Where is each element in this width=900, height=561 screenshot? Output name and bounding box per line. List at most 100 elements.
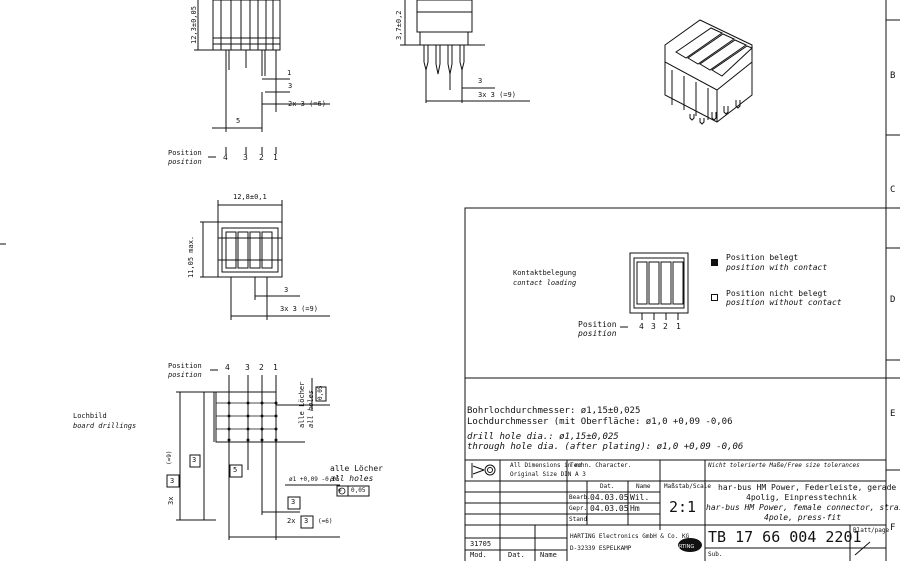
side-position-en: position bbox=[168, 158, 202, 166]
sub-label: Sub. bbox=[708, 551, 723, 558]
note-line-3: drill hole dia.: ø1,15±0,025 bbox=[467, 432, 619, 442]
drill-pos-1: 1 bbox=[273, 363, 278, 372]
drill-dim-5: 5 bbox=[233, 466, 238, 474]
sheet-label: Blatt/page bbox=[853, 527, 890, 534]
drill-dim-3x-total: (=9) bbox=[166, 450, 173, 465]
contact-loading-title-en: contact loading bbox=[513, 279, 577, 287]
note-line-4: through hole dia. (after plating): ø1,0 … bbox=[467, 442, 744, 452]
contact-position-en: position bbox=[578, 329, 617, 338]
drill-dim-3-b: 3 bbox=[170, 477, 175, 485]
side-dim-2x3: 2x 3 (=6) bbox=[288, 100, 326, 108]
top-width-dim: 12,8±0,1 bbox=[233, 193, 267, 201]
hole-dia-dim: ø1 +0,09 -0,05 bbox=[289, 476, 340, 483]
zone-letter-e: E bbox=[890, 409, 896, 419]
all-holes-de-vertical: alle Löcher bbox=[298, 381, 306, 428]
side-pos-1: 1 bbox=[273, 153, 278, 162]
contact-loading-title-de: Kontaktbelegung bbox=[513, 269, 577, 277]
drill-tolerance: 0,05 bbox=[351, 487, 366, 494]
col-name: Name bbox=[636, 483, 651, 490]
desc-en-1: har-bus HM Power, female connector, stra… bbox=[706, 503, 900, 512]
side-position-de: Position bbox=[168, 149, 202, 157]
front-dim-3x3: 3x 3 (=9) bbox=[478, 91, 516, 99]
board-drillings-label-en: board drillings bbox=[73, 422, 137, 430]
side-dim-3: 3 bbox=[288, 82, 293, 90]
zone-letter-d: D bbox=[890, 295, 896, 305]
side-height-dim: 12,3±0,05 bbox=[190, 6, 198, 44]
zone-letter-f: F bbox=[890, 523, 896, 533]
drill-pos-4: 4 bbox=[225, 363, 230, 372]
dims-note-1: All Dimensions in mm bbox=[510, 462, 583, 469]
contact-loading-box bbox=[464, 207, 900, 379]
legend-with-contact-de: Position belegt bbox=[726, 253, 799, 262]
col-name-2: Name bbox=[540, 551, 557, 559]
hole-grid bbox=[227, 401, 278, 442]
drill-dim-2x-prefix: 2x bbox=[287, 517, 296, 525]
front-dim-3: 3 bbox=[478, 77, 483, 85]
note-line-1: Bohrlochdurchmesser: ø1,15±0,025 bbox=[467, 406, 641, 416]
revision-code: 31705 bbox=[470, 540, 492, 548]
drill-dim-3x-prefix: 3x bbox=[167, 496, 175, 505]
top-dim-3: 3 bbox=[284, 286, 289, 294]
col-mod: Mod. bbox=[470, 551, 487, 559]
drill-dim-3-c: 3 bbox=[291, 498, 296, 506]
company-address: D-32339 ESPELKAMP bbox=[570, 545, 632, 552]
filled-square-icon bbox=[711, 259, 718, 266]
col-dat-2: Dat. bbox=[508, 551, 525, 559]
top-height-dim: 11,05 max. bbox=[187, 235, 195, 278]
contact-pos-2: 2 bbox=[663, 322, 668, 331]
position-tolerance-icon: ⊕ bbox=[338, 487, 342, 494]
drill-tolerance-vertical: 0,05 bbox=[317, 385, 324, 400]
row-bearb: Bearb. bbox=[569, 494, 591, 501]
contact-pos-3: 3 bbox=[651, 322, 656, 331]
side-pos-4: 4 bbox=[223, 153, 228, 162]
gepr-name: Hm bbox=[630, 504, 640, 513]
drill-dim-2x-val: 3 bbox=[304, 517, 309, 525]
side-pos-2: 2 bbox=[259, 153, 264, 162]
side-dim-1: 1 bbox=[287, 69, 292, 77]
drill-dim-3-a: 3 bbox=[192, 456, 197, 464]
bearb-name: Wil. bbox=[630, 493, 650, 502]
dims-note-2: Original Size DIN A 3 bbox=[510, 471, 586, 478]
company-name: HARTING Electronics GmbH & Co. KG bbox=[570, 533, 690, 540]
legend-with-contact-en: position with contact bbox=[726, 263, 828, 272]
drawing-number: TB 17 66 004 2201 bbox=[708, 528, 862, 546]
top-dim-3x3: 3x 3 (=9) bbox=[280, 305, 318, 313]
zone-letter-c: C bbox=[890, 185, 896, 195]
all-holes-en: all holes bbox=[330, 474, 374, 483]
scale-label: Maßstab/Scale bbox=[664, 483, 711, 490]
harting-logo-text: HARTING bbox=[672, 544, 695, 550]
top-view bbox=[200, 200, 330, 320]
note-line-2: Lochdurchmesser (mit Oberfläche: ø1,0 +0… bbox=[467, 417, 733, 427]
front-view bbox=[400, 0, 530, 103]
side-view bbox=[194, 0, 330, 158]
board-drillings-view bbox=[166, 369, 370, 540]
title-block-lines bbox=[464, 378, 886, 561]
legend-without-contact-en: position without contact bbox=[726, 298, 842, 307]
desc-de-1: har-bus HM Power, Federleiste, gerade bbox=[718, 483, 897, 492]
contact-position-de: Position bbox=[578, 320, 617, 329]
board-drillings-label-de: Lochbild bbox=[73, 412, 107, 420]
drill-position-en: position bbox=[168, 371, 202, 379]
row-stand: Stand bbox=[569, 516, 588, 523]
empty-square-icon bbox=[711, 294, 718, 301]
bearb-date: 04.03.05 bbox=[590, 493, 629, 502]
legend-without-contact-de: Position nicht belegt bbox=[726, 289, 828, 298]
gepr-date: 04.03.05 bbox=[590, 504, 629, 513]
drill-pos-3: 3 bbox=[245, 363, 250, 372]
side-pos-3: 3 bbox=[243, 153, 248, 162]
drill-pos-2: 2 bbox=[259, 363, 264, 372]
contact-pos-1: 1 bbox=[676, 322, 681, 331]
scale-value: 2:1 bbox=[669, 498, 697, 516]
techn-character-label: Techn. Character. bbox=[570, 462, 632, 469]
side-dim-5: 5 bbox=[236, 117, 241, 125]
tolerance-note: Nicht tolerierte Maße/Free size toleranc… bbox=[708, 462, 860, 469]
all-holes-en-vertical: all holes bbox=[307, 390, 315, 428]
drill-dim-2x-total: (=6) bbox=[318, 518, 333, 525]
all-holes-de: alle Löcher bbox=[330, 464, 383, 473]
iso-view bbox=[664, 19, 753, 125]
desc-de-2: 4polig, Einpresstechnik bbox=[746, 493, 857, 502]
contact-pos-4: 4 bbox=[639, 322, 644, 331]
drill-position-de: Position bbox=[168, 362, 202, 370]
